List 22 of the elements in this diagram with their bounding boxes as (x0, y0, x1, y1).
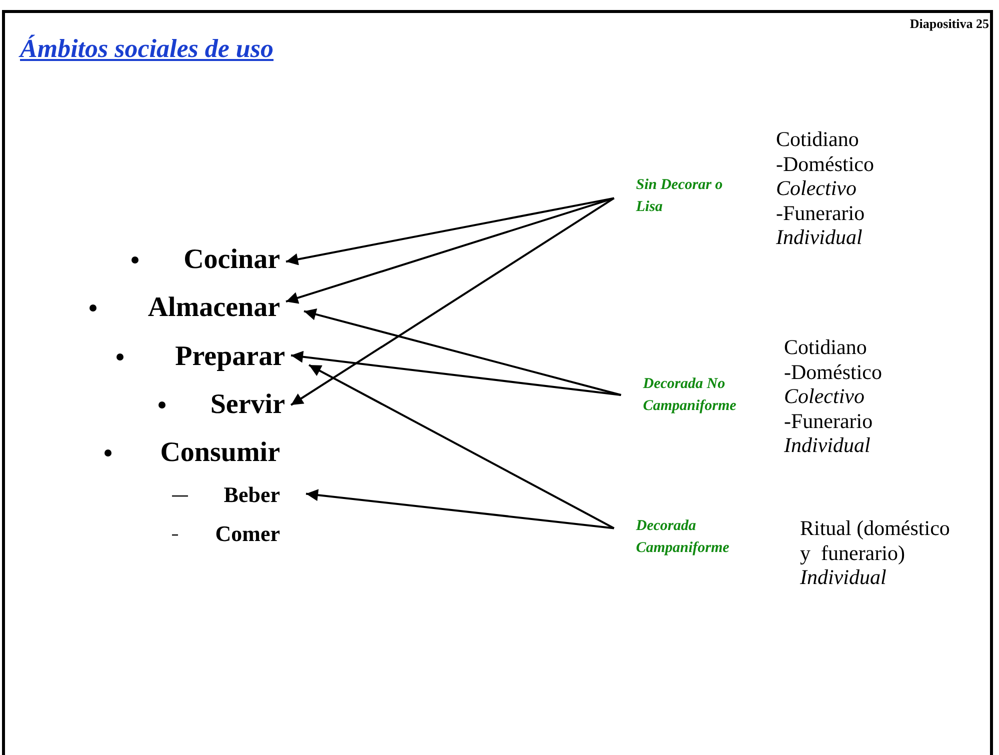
list-item: Cocinar (160, 244, 280, 276)
arrow (304, 308, 622, 396)
category-label: Decorada Campaniforme (636, 515, 746, 559)
list-item: Preparar (145, 341, 285, 373)
arrow (290, 197, 615, 406)
list-item: Consumir (130, 437, 280, 469)
sub-list-item: Beber (200, 482, 280, 508)
list-item: Servir (185, 389, 285, 421)
category-label: Decorada No Campaniforme (643, 373, 768, 417)
arrow (306, 489, 614, 530)
arrow (286, 197, 614, 266)
arrow (308, 364, 614, 530)
usage-list: Ritual (doméstico y funerario) Individual (800, 516, 950, 590)
arrow (286, 197, 614, 304)
sub-list-item: Comer (190, 521, 280, 547)
arrow (290, 350, 622, 396)
usage-list: Cotidiano -Doméstico Colectivo -Funerario Individual (776, 127, 874, 250)
list-item: Almacenar (120, 292, 280, 324)
slide-title: Ámbitos sociales de uso (20, 34, 274, 64)
slide-number: Diapositiva 25 (910, 16, 989, 32)
category-label: Sin Decorar o Lisa (636, 174, 724, 218)
usage-list: Cotidiano -Doméstico Colectivo -Funerario Individual (784, 335, 882, 458)
